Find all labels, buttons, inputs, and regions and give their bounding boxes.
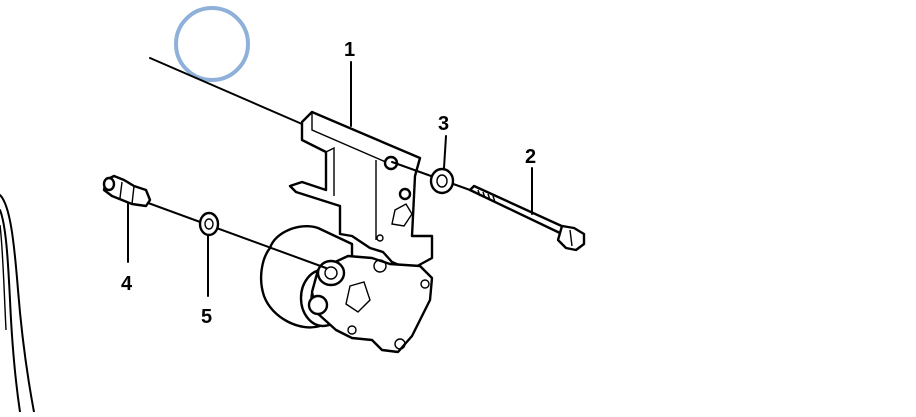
washer [429, 167, 455, 195]
drive-belt [0, 194, 35, 413]
highlight-ring [174, 6, 250, 82]
callout-2: 2 [525, 146, 536, 168]
tensioner-housing [307, 254, 434, 354]
bolt [468, 184, 586, 252]
callout-1: 1 [344, 39, 355, 61]
leader-lines [127, 61, 533, 297]
callout-5: 5 [201, 306, 212, 328]
tensioner-bracket [288, 110, 434, 272]
callout-4: 4 [121, 273, 133, 295]
axis-line [149, 57, 303, 125]
grease-nipple [102, 174, 152, 208]
axis-line-lower [139, 199, 327, 269]
sealing-washer [198, 211, 220, 237]
callout-3: 3 [438, 113, 449, 135]
